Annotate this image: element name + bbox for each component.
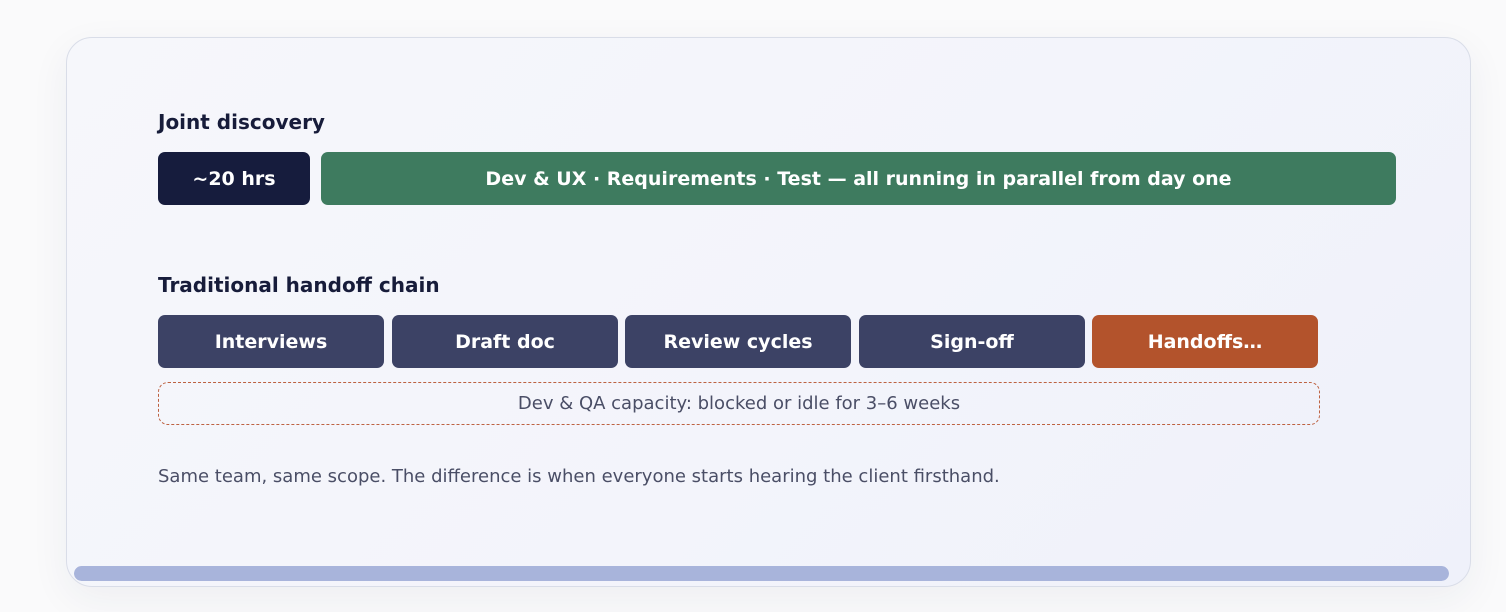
step-handoffs: Handoffs… <box>1092 315 1318 368</box>
progress-bar <box>74 566 1449 581</box>
step-sign-off: Sign-off <box>859 315 1085 368</box>
traditional-chain-title: Traditional handoff chain <box>158 273 440 297</box>
footnote: Same team, same scope. The difference is… <box>158 466 1000 487</box>
joint-hours-bar: ~20 hrs <box>158 152 310 205</box>
comparison-card: Joint discovery ~20 hrs Dev & UX · Requi… <box>66 37 1471 587</box>
joint-discovery-title: Joint discovery <box>158 110 325 134</box>
step-review-cycles: Review cycles <box>625 315 851 368</box>
step-interviews: Interviews <box>158 315 384 368</box>
progress-bar-fill <box>74 566 1449 581</box>
joint-parallel-bar: Dev & UX · Requirements · Test — all run… <box>321 152 1396 205</box>
step-draft-doc: Draft doc <box>392 315 618 368</box>
capacity-note: Dev & QA capacity: blocked or idle for 3… <box>158 382 1320 425</box>
